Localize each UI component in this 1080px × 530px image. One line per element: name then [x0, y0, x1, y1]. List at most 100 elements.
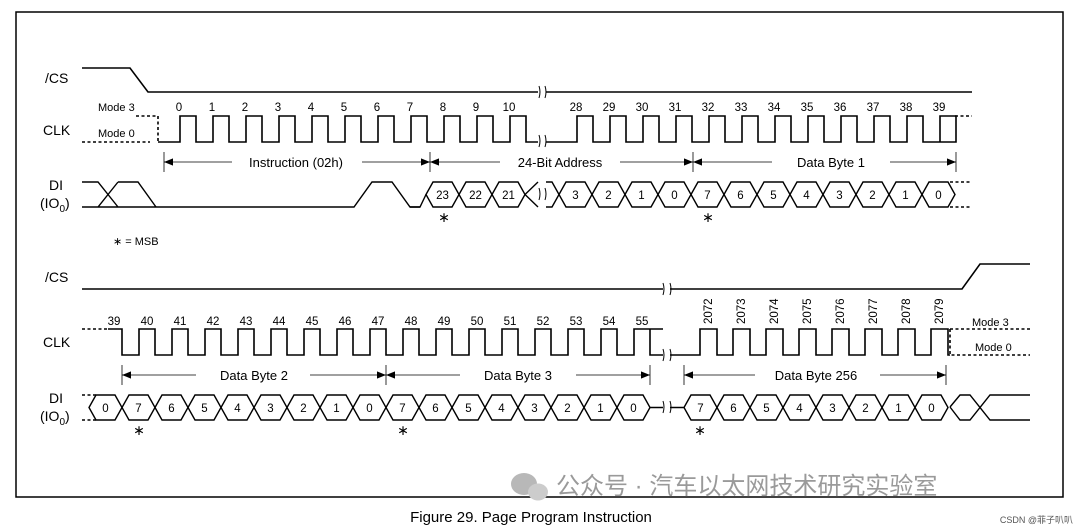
bit-value: 0 — [366, 403, 372, 415]
watermark-text: 公众号 · 汽车以太网技术研究实验室 — [556, 473, 937, 500]
clk-label: 5 — [341, 102, 347, 114]
clk-label: 3 — [275, 102, 281, 114]
bit-value: 3 — [531, 403, 537, 415]
clk-label: 8 — [440, 102, 446, 114]
clk-label: 48 — [405, 316, 418, 328]
bit-value: 5 — [770, 190, 776, 202]
section-arrows-top — [163, 152, 957, 172]
clk-label: 41 — [174, 316, 187, 328]
cs-label-top: /CS — [45, 70, 68, 86]
bit-value: 6 — [168, 403, 174, 415]
bit-value: 1 — [902, 190, 908, 202]
clk-mode-lines-bottom — [949, 328, 1030, 356]
cs-label-bottom: /CS — [45, 269, 68, 285]
clk-label: 1 — [209, 102, 215, 114]
bit-value: 0 — [630, 403, 636, 415]
clk-label: 28 — [570, 102, 583, 114]
clk-label: 39 — [933, 102, 946, 114]
msb-marker-bottom-3: ∗ — [694, 422, 706, 438]
msb-marker-top-2: ∗ — [702, 209, 714, 225]
mode3-label-top: Mode 3 — [98, 102, 135, 114]
bit-value: 2 — [605, 190, 611, 202]
di-sublabel-top: (IO0) — [40, 195, 70, 215]
di-head-dash-bottom — [82, 394, 96, 421]
section-arrows-bottom — [121, 365, 947, 385]
clk-label: 46 — [339, 316, 352, 328]
msb-note: ∗ = MSB — [113, 236, 159, 248]
clk-label: 30 — [636, 102, 649, 114]
di-start-join — [410, 194, 427, 208]
bit-value: 0 — [928, 403, 934, 415]
section-label-data-byte-3: Data Byte 3 — [484, 368, 552, 383]
clk-label: 2074 — [769, 298, 781, 324]
section-label-data-byte-256: Data Byte 256 — [775, 368, 857, 383]
section-label-address: 24-Bit Address — [518, 155, 603, 170]
bit-value: 6 — [432, 403, 438, 415]
clk-label: 38 — [900, 102, 913, 114]
figure-caption: Figure 29. Page Program Instruction — [410, 509, 652, 526]
bit-value: 21 — [502, 190, 515, 202]
bit-value: 4 — [234, 403, 241, 415]
clk-label: 34 — [768, 102, 781, 114]
bit-value: 1 — [895, 403, 901, 415]
bit-value: 5 — [201, 403, 207, 415]
clk-label: 54 — [603, 316, 616, 328]
section-label-data-byte-1: Data Byte 1 — [797, 155, 865, 170]
msb-marker-bottom-1: ∗ — [133, 422, 145, 438]
clk-label: 33 — [735, 102, 748, 114]
bit-value: 22 — [469, 190, 482, 202]
di-break-join — [524, 181, 560, 208]
clk-label: 2076 — [835, 298, 847, 324]
di-label-bottom: DI — [49, 390, 63, 406]
bit-value: 0 — [102, 403, 108, 415]
di-tail-dash-top — [950, 181, 972, 208]
section-label-data-byte-2: Data Byte 2 — [220, 368, 288, 383]
bit-value: 3 — [829, 403, 835, 415]
clk-label: 53 — [570, 316, 583, 328]
clk-label: 9 — [473, 102, 479, 114]
clk-label: 40 — [141, 316, 154, 328]
clk-label: 42 — [207, 316, 220, 328]
bit-value: 6 — [730, 403, 736, 415]
di-idle-top — [156, 181, 420, 208]
bit-value: 7 — [697, 403, 703, 415]
bit-cell — [921, 181, 956, 208]
bit-value: 1 — [333, 403, 339, 415]
clk-label: 55 — [636, 316, 649, 328]
mode0-label-top: Mode 0 — [98, 128, 135, 140]
bit-value: 0 — [671, 190, 677, 202]
clk-label: 37 — [867, 102, 880, 114]
clk-label: 43 — [240, 316, 253, 328]
bit-value: 3 — [572, 190, 578, 202]
clk-label: 39 — [108, 316, 121, 328]
cs-waveform-bottom — [82, 263, 1030, 290]
msb-marker-top-1: ∗ — [438, 209, 450, 225]
clk-label: 6 — [374, 102, 380, 114]
clk-label-top: CLK — [43, 122, 71, 138]
clk-label: 2 — [242, 102, 248, 114]
clk-label: 10 — [503, 102, 516, 114]
bit-value: 2 — [564, 403, 570, 415]
bit-value: 1 — [638, 190, 644, 202]
clk-label: 47 — [372, 316, 385, 328]
msb-marker-bottom-2: ∗ — [397, 422, 409, 438]
clk-label: 32 — [702, 102, 715, 114]
break-marks-top — [538, 85, 547, 204]
mode3-label-bottom: Mode 3 — [972, 317, 1009, 329]
clk-label: 2072 — [703, 298, 715, 324]
bit-value: 2 — [862, 403, 868, 415]
bit-value: 4 — [803, 190, 810, 202]
section-label-instruction: Instruction (02h) — [249, 155, 343, 170]
bit-value: 3 — [267, 403, 273, 415]
clk-label: 2077 — [868, 298, 880, 324]
bit-value: 5 — [763, 403, 769, 415]
bit-value: 4 — [796, 403, 803, 415]
clk-label: 50 — [471, 316, 484, 328]
bit-value: 2 — [300, 403, 306, 415]
bit-value: 7 — [399, 403, 405, 415]
